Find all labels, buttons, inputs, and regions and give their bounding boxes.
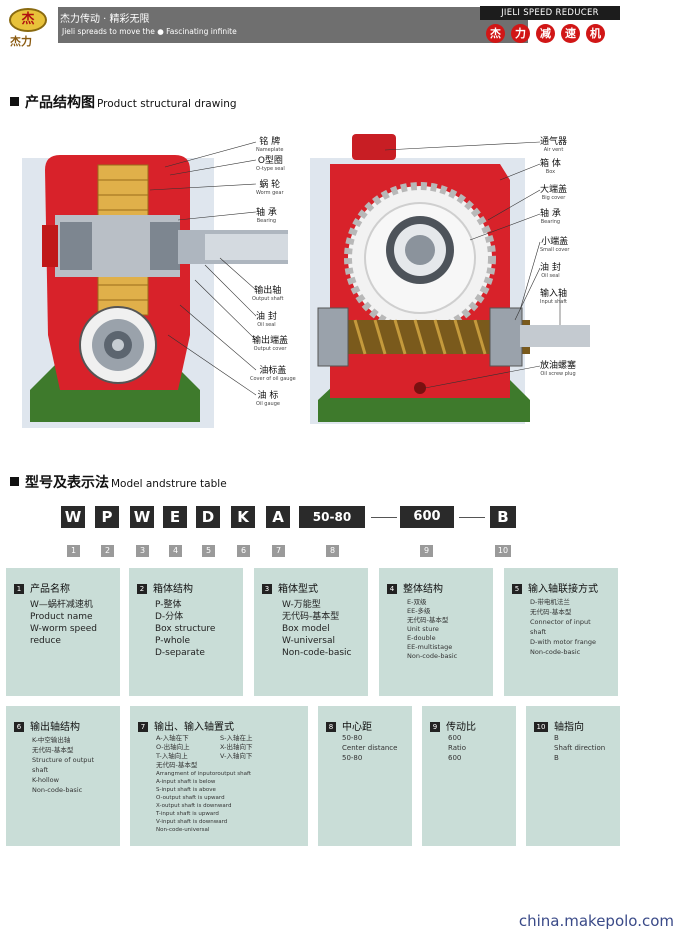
code-number: 2 (101, 545, 114, 557)
right-section-view (310, 134, 590, 424)
code-box: 600 (400, 506, 454, 528)
slogan-en: Jieli spreads to move the ● Fascinating … (62, 27, 237, 36)
logo-badge-icon: 杰 (9, 8, 47, 32)
slogan-bar (58, 7, 528, 43)
brand-char: 力 (511, 24, 530, 43)
code-box: K (231, 506, 255, 528)
brand-logo: 杰 杰力 (6, 6, 47, 48)
code-number: 5 (202, 545, 215, 557)
logo-text: 杰力 (10, 35, 32, 48)
code-box: E (163, 506, 187, 528)
code-box: W (61, 506, 85, 528)
code-number: 6 (237, 545, 250, 557)
watermark: china.makepolo.com (518, 912, 674, 930)
code-number: 3 (136, 545, 149, 557)
brand-en: JIELI SPEED REDUCER (480, 6, 620, 20)
square-bullet-icon (10, 97, 19, 106)
slogan-cn: 杰力传动 · 精彩无限 (60, 14, 150, 25)
header: 杰 杰力 杰力传动 · 精彩无限 Jieli spreads to move t… (0, 0, 680, 52)
code-number: 1 (67, 545, 80, 557)
brand-char: 机 (586, 24, 605, 43)
code-number: 8 (326, 545, 339, 557)
code-box: D (196, 506, 220, 528)
code-number: 4 (169, 545, 182, 557)
brand-char: 减 (536, 24, 555, 43)
code-box: W (130, 506, 154, 528)
code-number: 7 (272, 545, 285, 557)
code-box: B (490, 506, 516, 528)
code-box: P (95, 506, 119, 528)
code-dash (371, 517, 397, 518)
square-bullet-icon (10, 477, 19, 486)
left-section-view (22, 155, 288, 428)
code-number: 9 (420, 545, 433, 557)
code-number: 10 (495, 545, 511, 557)
code-box: 50-80 (299, 506, 365, 528)
code-box: A (266, 506, 290, 528)
brand-cn-circles: 杰力减速机 (480, 22, 620, 44)
reducer-drawing (22, 134, 590, 428)
code-dash (459, 517, 485, 518)
brand-char: 速 (561, 24, 580, 43)
brand-char: 杰 (486, 24, 505, 43)
